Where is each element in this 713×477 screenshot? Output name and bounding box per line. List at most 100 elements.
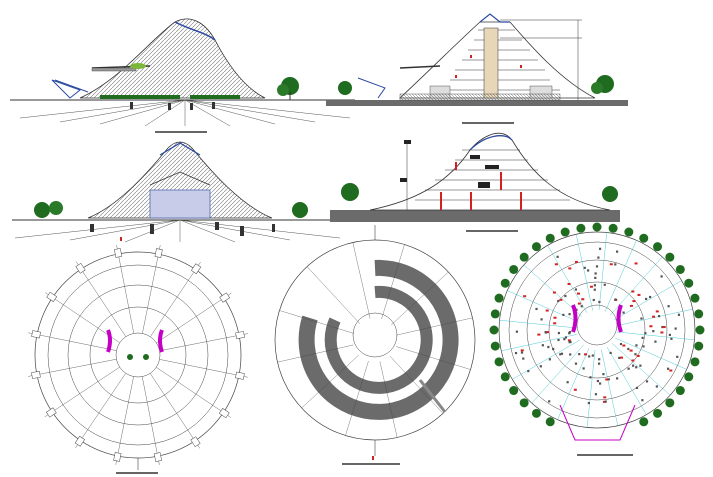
red-marker	[546, 331, 550, 334]
magenta-stair	[158, 329, 164, 353]
tree-icon	[500, 372, 510, 382]
furniture-item	[642, 345, 645, 348]
red-marker	[554, 263, 558, 266]
red-marker	[631, 359, 635, 362]
gridline	[610, 256, 663, 316]
red-marker	[574, 260, 578, 263]
red-marker	[629, 304, 633, 307]
furniture-item	[566, 381, 569, 384]
furniture-item	[578, 353, 581, 356]
pier	[219, 292, 231, 303]
gridline	[75, 261, 127, 337]
red-marker	[636, 354, 640, 357]
tree-icon	[519, 252, 529, 262]
pier	[154, 248, 163, 258]
front-elevation	[10, 18, 355, 133]
red-marker	[629, 349, 633, 352]
tent-roof-mass	[79, 18, 266, 99]
furniture-item	[676, 355, 679, 358]
floor-plates	[440, 29, 560, 91]
furniture-item	[593, 288, 596, 291]
furniture-item	[639, 364, 642, 367]
magenta-stair	[106, 329, 112, 353]
furniture-item	[586, 269, 590, 272]
red-columns	[440, 162, 522, 210]
pier	[31, 330, 41, 339]
furniture-item	[588, 355, 591, 358]
furniture-item	[597, 362, 601, 365]
gridline	[389, 356, 444, 414]
tree-icon	[639, 233, 649, 243]
gridline	[512, 339, 580, 380]
furniture-item	[514, 351, 518, 355]
magenta-stair	[616, 304, 623, 333]
red-marker	[553, 316, 557, 319]
furniture-item	[655, 385, 658, 388]
red-marker	[609, 263, 613, 266]
tree-icon	[684, 372, 694, 382]
side-elevation	[12, 141, 345, 243]
furniture-item	[644, 332, 647, 335]
cyan-gridlines	[499, 232, 695, 428]
gridline	[575, 234, 593, 311]
gridline	[395, 346, 471, 370]
pier	[235, 331, 245, 340]
shrubs	[100, 95, 240, 99]
tent-roof-mass	[87, 141, 273, 219]
dimension-line	[500, 19, 582, 100]
tree-icon	[545, 233, 555, 243]
furniture-item	[574, 362, 578, 365]
furniture-item	[609, 351, 612, 355]
title-bar	[155, 131, 207, 133]
furniture-item	[583, 266, 586, 269]
tree-icon	[694, 309, 704, 319]
glazed-entrance	[149, 189, 211, 219]
cross-section	[330, 133, 620, 232]
tree-icon	[690, 357, 700, 367]
furniture-and-markers	[514, 247, 681, 405]
furniture-item	[596, 379, 599, 383]
magenta-entrance	[559, 404, 636, 441]
furniture-item	[654, 340, 657, 343]
ground-floor-plan	[28, 245, 248, 474]
furniture-item	[552, 347, 555, 351]
tree-icon	[489, 325, 499, 335]
floor-plates	[415, 149, 570, 201]
entry-canopy	[51, 79, 82, 99]
pier	[75, 262, 86, 274]
furniture-item	[568, 332, 571, 335]
tree-icon	[639, 417, 649, 427]
red-marker	[631, 290, 635, 293]
tree-icon	[624, 227, 634, 237]
furniture-item	[619, 342, 623, 346]
furniture-item	[562, 313, 565, 317]
gridline	[614, 280, 682, 321]
core-shaft	[483, 27, 499, 99]
red-marker	[655, 310, 659, 313]
furniture-item	[603, 283, 606, 286]
furniture-item	[594, 393, 598, 396]
tree-icon	[341, 183, 618, 202]
furniture-item	[652, 330, 655, 333]
gridline	[345, 360, 369, 436]
magenta-stair	[571, 304, 578, 333]
furniture-item	[548, 358, 552, 361]
tree-icon	[509, 264, 519, 274]
spiral-ramp-plan	[274, 225, 476, 465]
gridline	[616, 331, 695, 341]
red-marker	[652, 315, 656, 318]
furniture-item	[674, 327, 677, 330]
section-roof-outline	[369, 133, 611, 211]
tree-icon	[653, 242, 663, 252]
furniture-item	[615, 250, 619, 253]
furniture-item	[557, 299, 560, 303]
roof-ridge-blue	[174, 21, 216, 41]
furniture-item	[593, 284, 596, 287]
people-figures	[90, 222, 275, 236]
pier	[153, 452, 162, 462]
tree-icon	[519, 398, 529, 408]
gridline	[586, 349, 596, 428]
gridline	[396, 317, 473, 336]
